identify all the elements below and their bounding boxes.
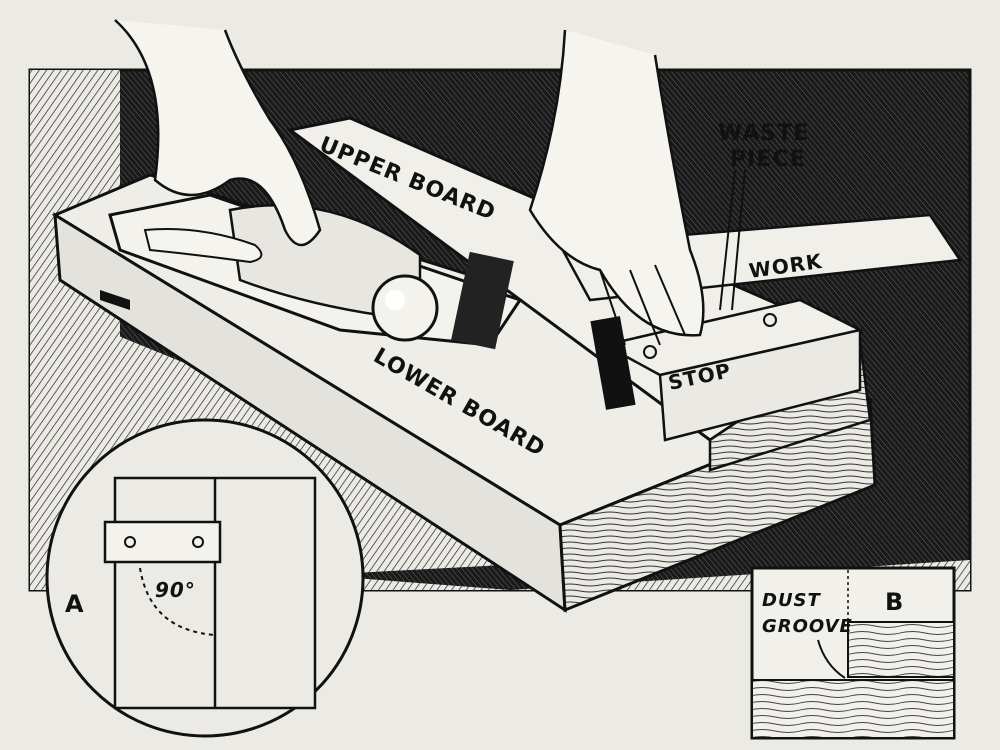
stop-block bbox=[601, 298, 864, 442]
left-hand bbox=[114, 19, 322, 264]
waste-piece-pointer bbox=[590, 169, 746, 410]
inset-a-letter: A bbox=[65, 590, 85, 618]
inset-b: B DUST GROOVE bbox=[750, 566, 956, 740]
waste-piece-label-1: WASTE bbox=[718, 121, 809, 146]
dust-groove-label-2: GROOVE bbox=[762, 616, 853, 637]
waste-piece-label-2: PIECE bbox=[730, 147, 806, 172]
right-hand bbox=[528, 29, 705, 346]
inset-b-letter: B bbox=[885, 588, 904, 616]
dust-groove-label-1: DUST bbox=[762, 590, 822, 611]
inset-a: A 90° bbox=[45, 418, 365, 738]
inset-a-angle: 90° bbox=[155, 578, 196, 602]
